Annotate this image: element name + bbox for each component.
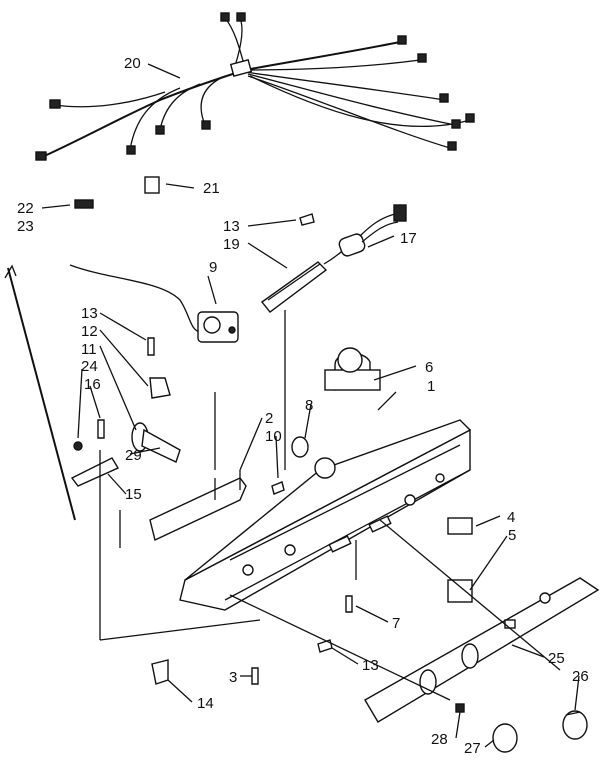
label-7: 7 <box>392 615 400 632</box>
label-19: 19 <box>223 236 240 253</box>
screw-7 <box>345 595 353 613</box>
label-21: 21 <box>203 180 220 197</box>
label-16: 16 <box>84 376 101 393</box>
control-9 <box>197 311 239 343</box>
label-14: 14 <box>197 695 214 712</box>
housing-1 <box>179 419 472 611</box>
label-17: 17 <box>400 230 417 247</box>
label-24: 24 <box>81 358 98 375</box>
label-11: 11 <box>81 341 97 358</box>
part-23-rod <box>7 267 76 521</box>
label-29: 29 <box>125 447 142 464</box>
bracket-2 <box>149 477 247 541</box>
label-4: 4 <box>507 509 515 526</box>
wire-harness <box>35 12 475 161</box>
label-12: 12 <box>81 323 98 340</box>
part-labels: 20 21 22 23 13 19 17 9 13 12 11 24 16 6 … <box>17 55 589 757</box>
label-20: 20 <box>124 55 141 72</box>
washer-24 <box>73 441 83 451</box>
part-28 <box>455 703 465 713</box>
motor-6 <box>324 347 381 391</box>
screw-16 <box>97 419 105 439</box>
label-1: 1 <box>427 378 435 395</box>
label-13c: 13 <box>362 657 379 674</box>
screw-10 <box>271 481 285 495</box>
label-6: 6 <box>425 359 433 376</box>
screw-13-lower <box>317 639 333 653</box>
capillary-tube <box>69 264 201 333</box>
screw-13-top <box>299 213 315 226</box>
switch-5 <box>447 579 473 603</box>
switch-4 <box>447 517 473 535</box>
label-22: 22 <box>17 200 34 217</box>
leader-lines <box>41 63 580 748</box>
label-9: 9 <box>209 259 217 276</box>
connector-17 <box>338 204 407 257</box>
label-25: 25 <box>548 650 565 667</box>
label-8: 8 <box>305 397 313 414</box>
label-27: 27 <box>464 740 481 757</box>
part-21 <box>144 176 160 194</box>
label-13a: 13 <box>223 218 240 235</box>
screw-3 <box>251 667 259 685</box>
knob-11 <box>131 422 181 463</box>
bracket-12 <box>149 377 171 399</box>
label-2: 2 <box>265 410 273 427</box>
panel-25 <box>364 577 600 723</box>
label-23: 23 <box>17 218 34 235</box>
label-5: 5 <box>508 527 516 544</box>
knob-26 <box>562 710 588 740</box>
label-28: 28 <box>431 731 448 748</box>
label-26: 26 <box>572 668 589 685</box>
label-15: 15 <box>125 486 142 503</box>
screw-13-left <box>147 337 155 356</box>
grommet-8 <box>291 436 309 458</box>
label-13b: 13 <box>81 305 98 322</box>
label-10: 10 <box>265 428 282 445</box>
lever-15 <box>70 457 120 487</box>
knob-27 <box>492 723 518 753</box>
part-22 <box>74 199 94 209</box>
sensor-19 <box>260 243 351 313</box>
label-3: 3 <box>229 669 237 686</box>
clip-14 <box>151 659 169 685</box>
